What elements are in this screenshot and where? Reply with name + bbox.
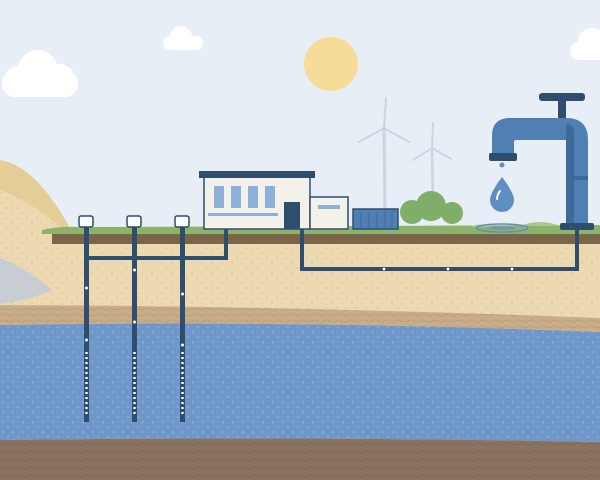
well-icon <box>126 215 142 422</box>
screen-slot <box>181 412 184 414</box>
window <box>214 186 224 208</box>
screen-slot <box>85 362 88 364</box>
screen-slot <box>133 382 136 384</box>
screen-slot <box>181 382 184 384</box>
well-icon <box>78 215 94 422</box>
screen-slot <box>133 387 136 389</box>
screen-slot <box>85 412 88 414</box>
grass-mounds <box>470 222 560 227</box>
screen-slot <box>133 397 136 399</box>
screen-slot <box>85 357 88 359</box>
screen-slot <box>181 377 184 379</box>
screen-slot <box>133 392 136 394</box>
water-tank <box>352 208 399 230</box>
screen-slot <box>85 377 88 379</box>
window <box>265 186 275 208</box>
cloud-icon <box>163 26 203 50</box>
rock-wedge <box>0 258 52 304</box>
screen-slot <box>85 397 88 399</box>
screen-slot <box>85 382 88 384</box>
screen-slot <box>85 402 88 404</box>
screen-slot <box>133 402 136 404</box>
water-drop-icon <box>499 162 505 168</box>
tree-icon <box>400 191 463 224</box>
screen-slot <box>133 362 136 364</box>
clay-texture <box>0 305 600 332</box>
water-puddle <box>475 223 529 233</box>
screen-slot <box>181 362 184 364</box>
water-drop-icon <box>490 177 514 212</box>
screen-slot <box>181 397 184 399</box>
pump-house-icon <box>199 171 315 230</box>
cloud-icon <box>570 28 600 60</box>
screen-slot <box>133 372 136 374</box>
bedrock-texture <box>0 438 600 480</box>
screen-slot <box>133 407 136 409</box>
screen-slot <box>181 357 184 359</box>
screen-slot <box>85 387 88 389</box>
screen-slot <box>85 372 88 374</box>
screen-slot <box>181 392 184 394</box>
screen-slot <box>181 407 184 409</box>
well-icon <box>174 215 190 422</box>
window <box>248 186 258 208</box>
screen-slot <box>181 402 184 404</box>
annex-building <box>309 196 349 230</box>
screen-slot <box>181 387 184 389</box>
screen-slot <box>133 377 136 379</box>
screen-slot <box>85 407 88 409</box>
door <box>284 202 300 229</box>
water-puddle-inner <box>488 226 516 230</box>
sun-icon <box>304 37 358 91</box>
drop-highlight <box>496 190 501 200</box>
screen-slot <box>133 367 136 369</box>
collector-pipe <box>86 229 228 260</box>
screen-slot <box>133 352 136 354</box>
water-tap-icon <box>489 93 594 230</box>
screen-slot <box>181 367 184 369</box>
screen-slot <box>85 367 88 369</box>
wind-turbine-icon <box>358 97 410 212</box>
window <box>231 186 241 208</box>
aquifer-texture <box>0 323 600 442</box>
screen-slot <box>181 372 184 374</box>
distribution-pipe <box>300 228 579 271</box>
cloud-icon <box>2 50 78 97</box>
screen-slot <box>133 412 136 414</box>
screen-slot <box>85 352 88 354</box>
screen-slot <box>181 352 184 354</box>
screen-slot <box>133 357 136 359</box>
pipe-flow-dots <box>382 267 514 271</box>
screen-slot <box>85 392 88 394</box>
well-screens <box>85 268 184 347</box>
topsoil <box>52 234 600 244</box>
well-screen-perforations <box>85 352 184 414</box>
